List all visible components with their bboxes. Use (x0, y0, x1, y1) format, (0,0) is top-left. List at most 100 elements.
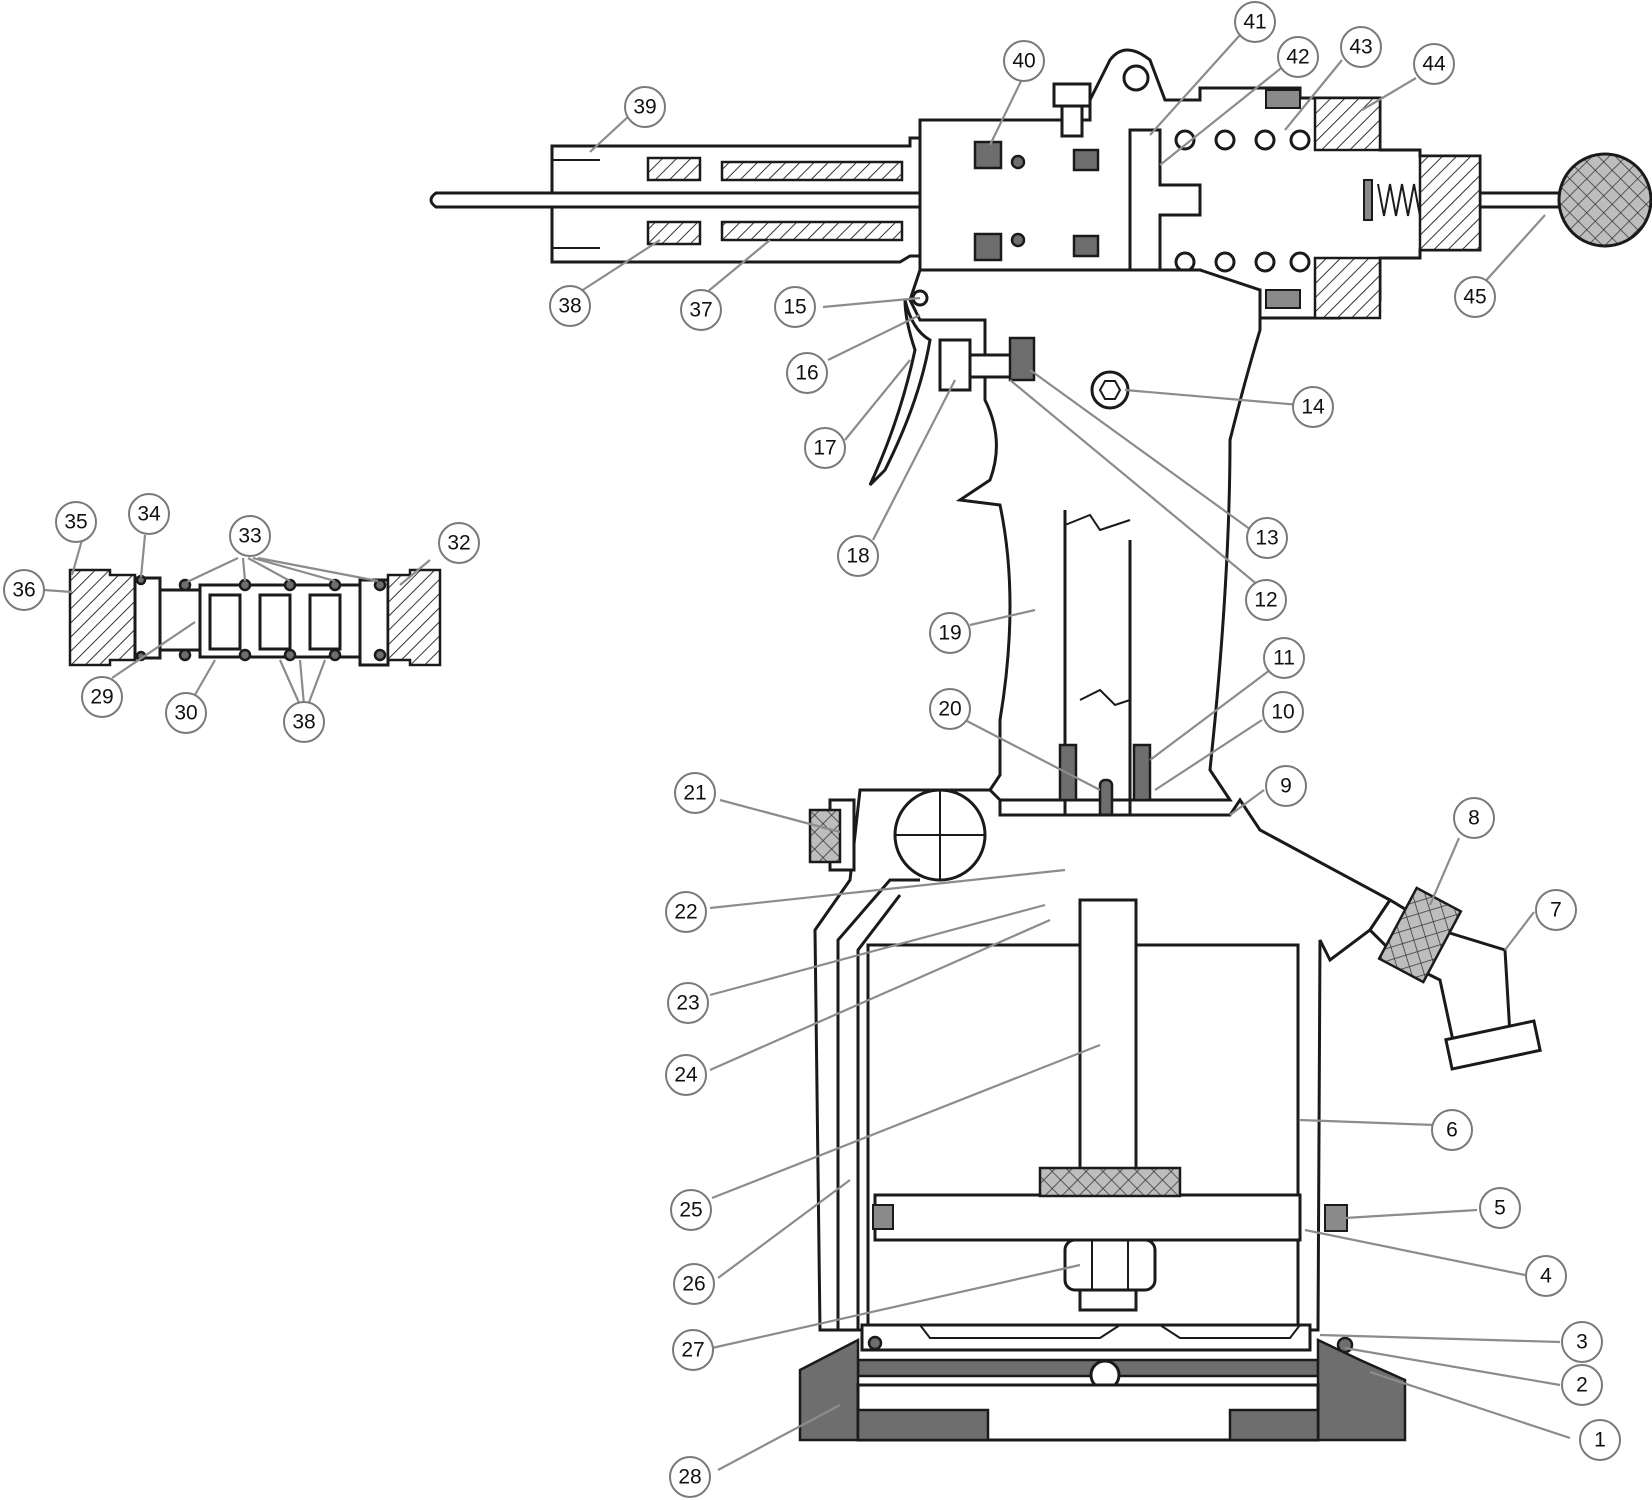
svg-text:18: 18 (846, 545, 869, 568)
plug-21 (808, 808, 842, 864)
callout-24: 24 (665, 1054, 707, 1096)
svg-text:43: 43 (1349, 36, 1372, 59)
svg-text:27: 27 (681, 1339, 704, 1362)
spring-coils (1174, 129, 1311, 273)
jaw-pusher-lower (720, 220, 904, 242)
callout-41: 41 (1234, 1, 1276, 43)
callout-26: 26 (673, 1263, 715, 1305)
callout-17: 17 (804, 427, 846, 469)
jaw-block-lower (646, 220, 702, 246)
callout-4: 4 (1525, 1255, 1567, 1297)
piston-nut (1063, 1238, 1157, 1292)
svg-text:21: 21 (683, 782, 706, 805)
collector-knob (1557, 152, 1652, 248)
seal-10 (1132, 743, 1152, 802)
hanger-eye (1122, 64, 1150, 92)
callout-9: 9 (1265, 765, 1307, 807)
top-screw-head (1052, 82, 1092, 108)
o-ring-left (872, 1204, 894, 1230)
callout-44: 44 (1413, 43, 1455, 85)
svg-text:24: 24 (674, 1064, 698, 1087)
svg-text:9: 9 (1280, 775, 1292, 798)
svg-text:23: 23 (676, 992, 699, 1015)
callout-3: 3 (1561, 1321, 1603, 1363)
svg-text:33: 33 (238, 525, 261, 548)
svg-text:17: 17 (813, 437, 836, 460)
svg-text:28: 28 (678, 1466, 701, 1489)
callout-36: 36 (3, 569, 45, 611)
callout-10: 10 (1262, 691, 1304, 733)
svg-text:34: 34 (137, 503, 161, 526)
svg-text:13: 13 (1255, 527, 1278, 550)
svg-text:19: 19 (938, 622, 961, 645)
svg-text:4: 4 (1540, 1265, 1552, 1288)
svg-text:3: 3 (1576, 1331, 1588, 1354)
callout-18: 18 (837, 535, 879, 577)
callout-27: 27 (672, 1329, 714, 1371)
callout-14: 14 (1292, 386, 1334, 428)
callout-42: 42 (1277, 36, 1319, 78)
callout-30: 30 (165, 692, 207, 734)
o-ring-5 (1324, 1204, 1348, 1232)
callout-29: 29 (81, 676, 123, 718)
svg-text:41: 41 (1243, 11, 1266, 34)
svg-text:32: 32 (447, 532, 470, 555)
svg-text:36: 36 (12, 579, 35, 602)
top-screw-shank (1060, 104, 1084, 138)
svg-text:1: 1 (1594, 1429, 1606, 1452)
valve-block (938, 338, 972, 392)
tool-head (429, 48, 1652, 320)
leader-lines (43, 34, 1571, 1471)
piston-4 (873, 1193, 1302, 1242)
lower-body (798, 788, 1542, 1442)
svg-text:38: 38 (292, 711, 315, 734)
callout-16: 16 (786, 352, 828, 394)
seal-40-upper (973, 140, 1003, 170)
callout-35: 35 (55, 501, 97, 543)
seal-40-lower (973, 232, 1003, 262)
svg-text:29: 29 (90, 686, 113, 709)
callout-38-head: 38 (549, 285, 591, 327)
callout-39: 39 (624, 86, 666, 128)
svg-text:39: 39 (633, 96, 656, 119)
svg-text:45: 45 (1463, 286, 1486, 309)
callout-13: 13 (1246, 517, 1288, 559)
mandrel-stop (1363, 179, 1373, 221)
hex-plug (1090, 370, 1130, 410)
callout-1: 1 (1579, 1419, 1621, 1461)
svg-text:22: 22 (674, 901, 697, 924)
callout-6: 6 (1431, 1109, 1473, 1151)
end-cap-lower (1313, 256, 1382, 320)
callout-45: 45 (1454, 276, 1496, 318)
callout-21: 21 (674, 772, 716, 814)
callout-40: 40 (1003, 40, 1045, 82)
trigger-lever (868, 299, 932, 487)
end-cap-32 (386, 568, 442, 667)
callout-23: 23 (667, 982, 709, 1024)
cap-flange (133, 576, 162, 660)
end-cap-36 (68, 568, 137, 667)
fitting-end (1444, 1019, 1542, 1071)
valve-seal (1008, 336, 1036, 382)
callout-43: 43 (1340, 26, 1382, 68)
end-cap-upper (1313, 96, 1382, 152)
callout-12: 12 (1245, 579, 1287, 621)
svg-text:37: 37 (689, 299, 712, 322)
callout-20: 20 (929, 688, 971, 730)
svg-text:6: 6 (1446, 1119, 1458, 1142)
svg-text:8: 8 (1468, 807, 1480, 830)
svg-text:11: 11 (1273, 647, 1295, 670)
callout-25: 25 (670, 1189, 712, 1231)
callout-34: 34 (128, 493, 170, 535)
callout-38-valve: 38 (283, 701, 325, 743)
svg-text:25: 25 (679, 1199, 702, 1222)
callout-32: 32 (438, 522, 480, 564)
callout-15: 15 (774, 286, 816, 328)
cap-seal-bottom (1265, 289, 1301, 309)
callouts: 1 2 3 4 5 6 7 8 9 10 11 12 13 14 15 16 1… (3, 1, 1621, 1498)
base-left (798, 1337, 860, 1442)
svg-text:16: 16 (795, 362, 818, 385)
rear-cap (1418, 154, 1482, 252)
